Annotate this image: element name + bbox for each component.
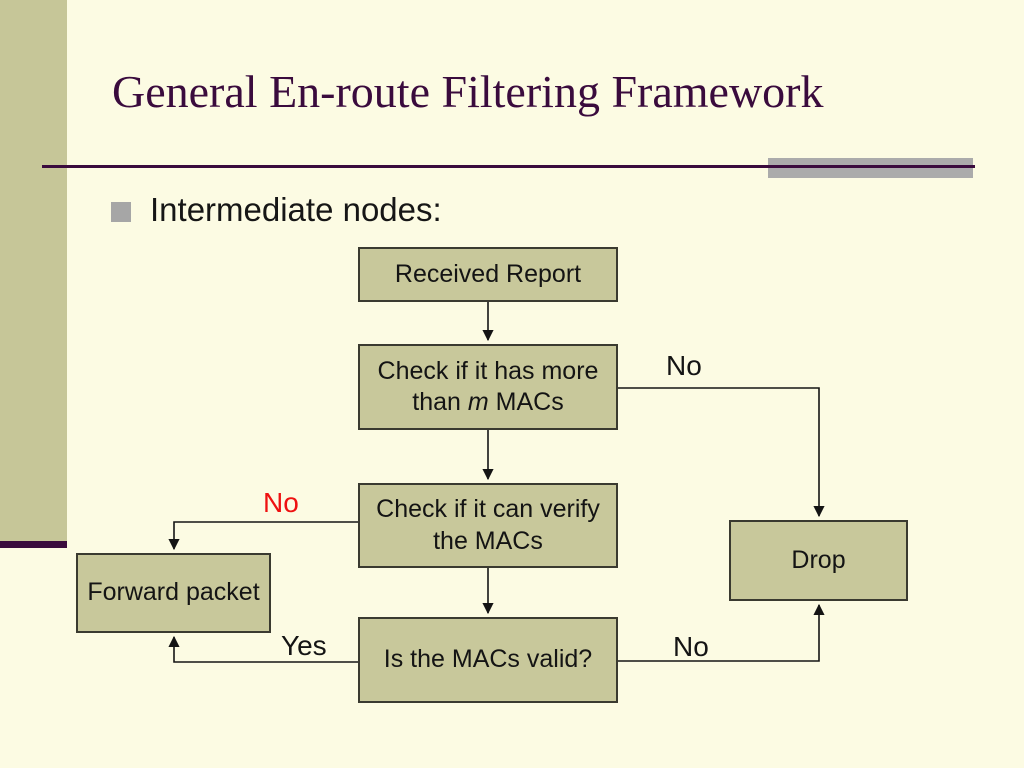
- node-received-report-label: Received Report: [394, 259, 582, 288]
- node-macs-valid-label: Is the MACs valid?: [383, 645, 593, 674]
- node-forward-packet: Forward packet: [76, 553, 271, 633]
- bullet-square-icon: [111, 202, 131, 222]
- node-received-report: Received Report: [358, 247, 618, 302]
- title-underline-rule: [42, 165, 975, 168]
- title-underline-gray-block: [768, 158, 973, 178]
- edge-label-yes: Yes: [281, 630, 327, 661]
- edge-no-checkmacs-to-drop: [618, 387, 825, 518]
- node-check-mac-count: Check if it has more than m MACs: [358, 344, 618, 430]
- bullet-text: Intermediate nodes:: [150, 191, 442, 228]
- node-forward-packet-label: Forward packet: [87, 578, 260, 607]
- check-mac-count-line1: Check if it has more: [377, 356, 599, 385]
- left-sidebar-accent-strip: [0, 541, 67, 548]
- node-macs-valid-question: Is the MACs valid?: [358, 617, 618, 703]
- node-check-verify-macs-label: Check if it can verify the MACs: [376, 494, 600, 557]
- edge-no-checkverify-to-forward: [168, 521, 358, 551]
- check-verify-line2: the MACs: [433, 526, 543, 555]
- edge-no-valid-to-drop: [618, 603, 825, 662]
- check-mac-count-line2-prefix: than: [412, 388, 468, 416]
- check-mac-count-variable-m: m: [467, 388, 489, 416]
- node-drop-label: Drop: [791, 545, 846, 574]
- left-sidebar-band: [0, 0, 67, 541]
- node-check-mac-count-label: Check if it has more than m MACs: [378, 356, 599, 419]
- edge-label-no-red: No: [263, 487, 299, 518]
- check-verify-line1: Check if it can verify: [376, 495, 600, 524]
- edge-label-no-top: No: [666, 350, 702, 381]
- node-check-verify-macs: Check if it can verify the MACs: [358, 483, 618, 568]
- page-title: General En-route Filtering Framework: [112, 66, 824, 117]
- check-mac-count-line2-suffix: MACs: [488, 388, 564, 416]
- edge-yes-valid-to-forward: [168, 635, 358, 663]
- node-drop: Drop: [729, 520, 908, 601]
- edge-label-no-bottom: No: [673, 631, 709, 662]
